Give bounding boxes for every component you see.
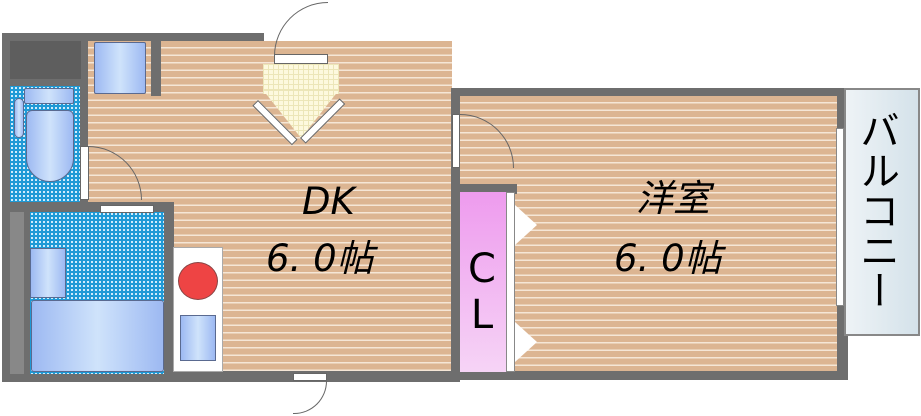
partition-wall [451,88,461,380]
stove-burner-icon [178,262,218,300]
balcony-label: バルコニー [853,110,899,310]
toilet-tank [24,88,74,104]
storage-top-left [10,41,81,79]
dk-room-name: DK [302,180,355,223]
closet-label: CL [459,246,505,338]
toilet-bowl-icon [26,110,74,182]
western-room-door[interactable] [452,114,460,168]
washbasin-icon [30,248,66,298]
dk-room-size: 6. 0帖 [266,237,374,280]
western-room-size: 6. 0帖 [614,237,722,280]
balcony [844,88,920,336]
closet-door-strip[interactable] [506,192,515,372]
bottom-door-swing [293,381,327,414]
balcony-window[interactable] [836,128,844,306]
bathroom-door[interactable] [100,205,154,213]
toilet-paper-icon [14,98,24,138]
bottom-door[interactable] [293,373,327,381]
closet-wall [451,184,517,194]
sink-icon [180,315,216,361]
western-room-name: 洋室 [636,177,710,220]
pillar-top [151,41,161,96]
washing-machine-icon [94,42,146,94]
entrance-door-swing [274,2,328,56]
entrance-genkan [263,64,339,94]
bathroom-side-strip [10,212,24,374]
closet [460,192,506,372]
bathtub-icon [31,300,164,372]
